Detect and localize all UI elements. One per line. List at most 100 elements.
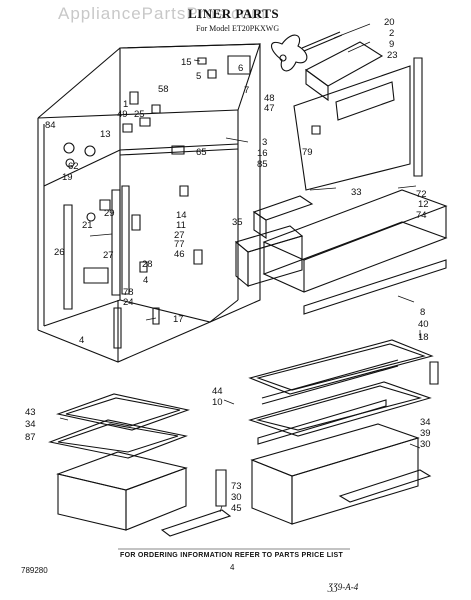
callout-27b: 27 <box>103 250 114 261</box>
part-20-bar <box>302 32 340 48</box>
callout-77: 77 <box>174 239 185 250</box>
liner-mid-ledge <box>120 144 238 150</box>
callout-16: 16 <box>257 148 268 159</box>
callout-33: 33 <box>351 187 362 198</box>
lower-left-assembly <box>50 394 230 536</box>
callout-62: 62 <box>68 161 79 172</box>
callout-85: 85 <box>257 159 268 170</box>
liner-bottom <box>38 300 238 362</box>
upper-shelf-assembly <box>236 190 446 314</box>
callout-18: 18 <box>418 332 429 343</box>
control-box-front <box>306 70 328 100</box>
part-62 <box>66 159 74 167</box>
left-shelf-lower <box>50 420 186 458</box>
dairy-bin-body <box>254 212 266 238</box>
leader <box>90 234 112 236</box>
part-29 <box>100 200 110 210</box>
fan-motor <box>228 56 250 74</box>
crisper-left-front <box>126 468 186 530</box>
callout-19: 19 <box>62 172 73 183</box>
leader <box>220 506 222 512</box>
rail-left-4 <box>114 308 121 348</box>
liner-mid-ledge-2 <box>120 149 238 155</box>
rail-left-1 <box>64 205 72 309</box>
part-13 <box>85 146 95 156</box>
crisper-right-trim <box>340 470 430 502</box>
callout-3: 3 <box>262 137 268 148</box>
handwritten-code: ƷƷ9-A-4 <box>328 582 359 592</box>
callout-87: 87 <box>25 432 36 443</box>
leader <box>60 418 68 420</box>
callout-23: 23 <box>387 50 398 61</box>
lower-shelf-glass <box>258 386 420 430</box>
left-shelf-lower-inner <box>58 424 178 452</box>
callout-84: 84 <box>45 120 56 131</box>
leader <box>194 60 200 61</box>
leader <box>334 24 370 38</box>
callout-74: 74 <box>416 210 427 221</box>
model-number: For Model ET20PKXWG <box>196 24 280 33</box>
dairy-bin <box>254 196 312 220</box>
callout-25: 25 <box>134 109 145 120</box>
rail-right <box>414 58 422 176</box>
leader <box>398 186 416 188</box>
callout-35: 35 <box>232 217 243 228</box>
lower-right-assembly <box>216 382 430 524</box>
callout-21: 21 <box>82 220 93 231</box>
callout-44: 44 <box>212 386 223 397</box>
diagram-title: LINER PARTS <box>188 6 280 21</box>
callout-8: 8 <box>420 307 426 318</box>
shelf-rails <box>64 186 129 348</box>
callout-17: 17 <box>173 314 184 325</box>
callout-6: 6 <box>238 63 244 74</box>
leader-lines <box>60 24 420 512</box>
callout-49: 49 <box>117 109 128 120</box>
upper-shelf-lower <box>264 222 446 292</box>
mid-shelf-trim <box>262 360 398 398</box>
crisper-bin-small-front <box>248 236 302 286</box>
callout-28: 28 <box>142 259 153 270</box>
callout-20: 20 <box>384 17 395 28</box>
part-18-bar <box>430 362 438 384</box>
part-65 <box>172 146 184 154</box>
callout-14: 14 <box>176 210 187 221</box>
fan-hub <box>280 55 286 61</box>
callout-15: 15 <box>181 57 192 68</box>
callout-78: 78 <box>123 287 134 298</box>
page-number: 4 <box>230 563 235 572</box>
part-49 <box>123 124 132 132</box>
part-79 <box>312 126 320 134</box>
liner-small-parts <box>64 92 202 324</box>
mid-shelf-glass <box>258 344 424 390</box>
liner-cabinet <box>38 44 260 362</box>
callout-5: 5 <box>196 71 202 82</box>
callout-30a: 30 <box>420 439 431 450</box>
callout-26: 26 <box>54 247 65 258</box>
leader <box>398 296 414 302</box>
part-number: 789280 <box>21 566 48 575</box>
part-84 <box>64 143 74 153</box>
part-14 <box>180 186 188 196</box>
evaporator-cover <box>294 58 422 190</box>
part-1 <box>130 92 138 104</box>
bar-part-73 <box>216 470 226 506</box>
callout-12: 12 <box>418 199 429 210</box>
callout-10: 10 <box>212 397 223 408</box>
mid-shelf-trim-2 <box>262 366 398 404</box>
part-78 <box>84 268 108 283</box>
rail-left-3 <box>122 186 129 294</box>
callout-47: 47 <box>264 103 275 114</box>
liner-back-wall <box>120 44 260 322</box>
upper-shelf-trim <box>304 260 446 314</box>
lower-shelf-rail <box>258 400 386 444</box>
callout-11: 11 <box>176 220 186 231</box>
crisper-left-body <box>58 474 126 530</box>
callout-48: 48 <box>264 93 275 104</box>
crisper-right-body <box>252 460 292 524</box>
leader <box>348 42 370 52</box>
callout-46: 46 <box>174 249 185 260</box>
part-21 <box>87 213 95 221</box>
callout-9: 9 <box>389 39 395 50</box>
